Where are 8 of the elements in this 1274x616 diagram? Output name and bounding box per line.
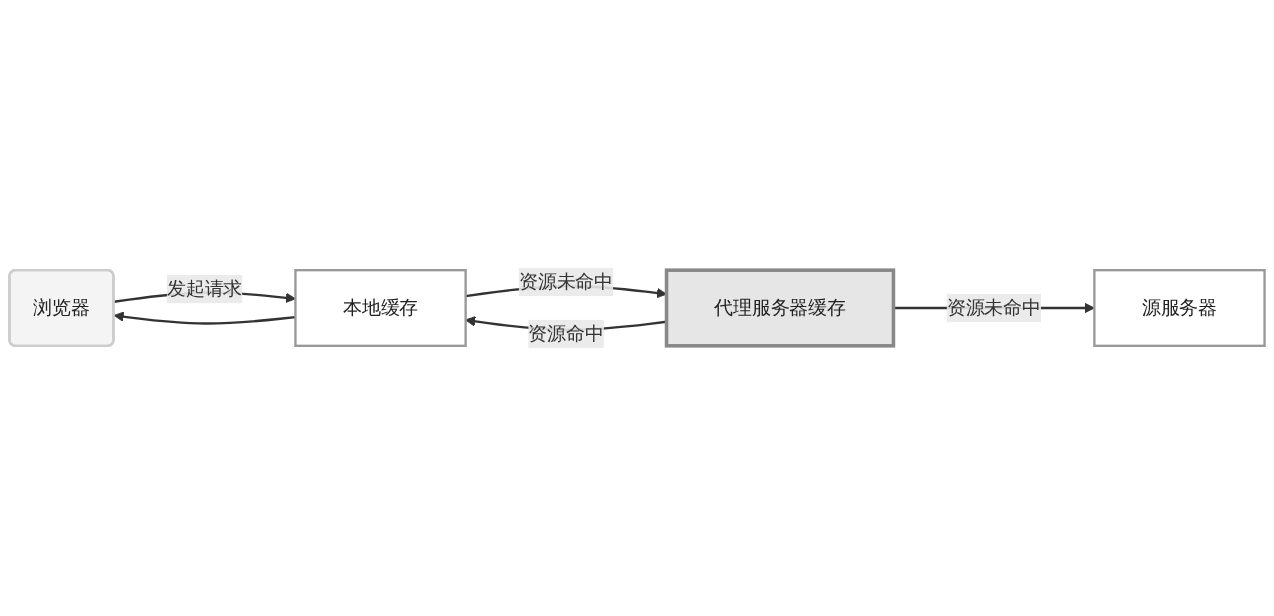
edge-label: 资源未命中 [518,270,614,293]
edge-label: 资源未命中 [946,296,1042,319]
node-box: 本地缓存 [294,269,467,347]
node-box: 源服务器 [1093,269,1266,347]
edge-label: 资源命中 [528,322,604,345]
arrow [113,311,296,325]
edge-label: 发起请求 [166,277,243,300]
node-box: 代理服务器缓存 [664,268,896,348]
